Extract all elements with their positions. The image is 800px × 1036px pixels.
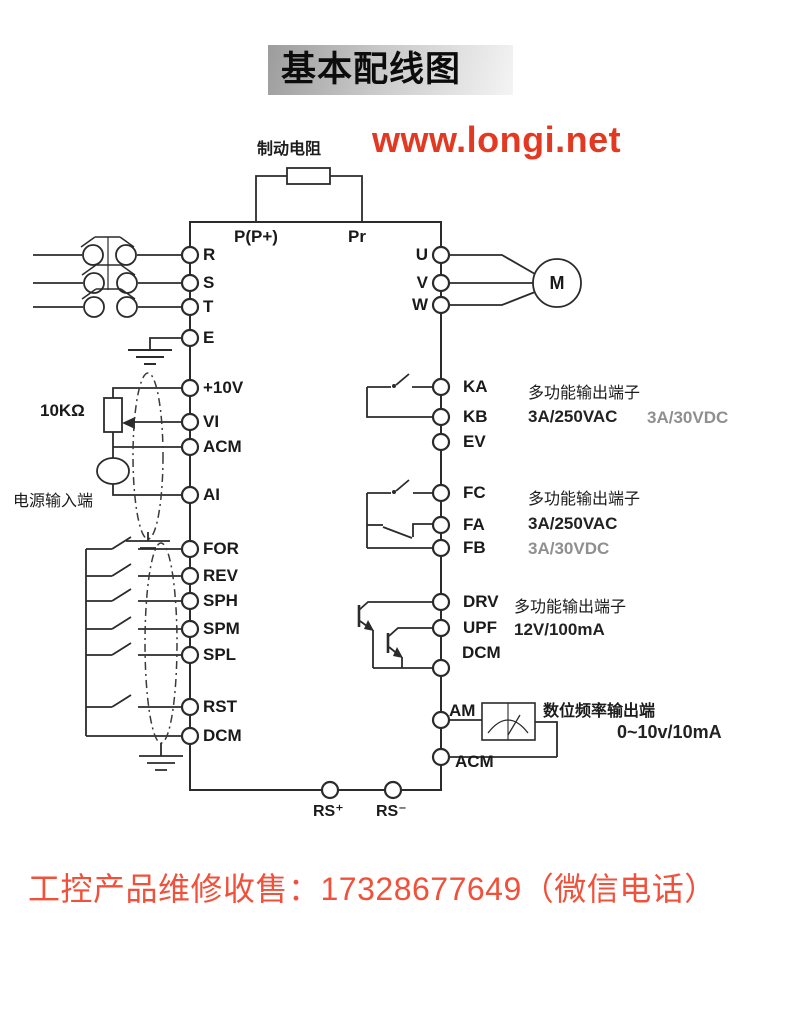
motor-circle	[532, 258, 582, 308]
motor-label: M	[549, 273, 565, 293]
ground-symbol-e	[128, 337, 182, 365]
annotation-ka-spec-dc: 3A/30VDC	[647, 408, 729, 427]
terminal-label-dcm: DCM	[203, 726, 242, 745]
terminal-label-v: V	[416, 273, 428, 292]
terminal-label-rs-plus: RS⁺	[313, 803, 344, 820]
terminal-label-am: AM	[449, 701, 476, 720]
annotation-fc-spec-ac: 3A/250VAC	[528, 514, 618, 533]
shield-ellipse-digital	[144, 542, 178, 744]
braking-resistor-symbol	[255, 167, 363, 222]
title-bar: 基本配线图	[268, 45, 513, 95]
power-source-symbol	[96, 457, 130, 485]
annotation-fc-spec-dc: 3A/30VDC	[528, 539, 610, 558]
terminal-label-sph: SPH	[203, 591, 238, 610]
relay-contact-fc-fa-fb	[366, 479, 433, 549]
terminal-label-kb: KB	[463, 407, 488, 426]
relay-contact-ka-kb	[366, 373, 433, 418]
terminal-label-fc: FC	[463, 483, 486, 502]
annotation-fc-title: 多功能输出端子	[528, 491, 641, 508]
terminal-label-r: R	[203, 245, 216, 264]
three-phase-contactor	[33, 236, 182, 318]
terminal-label-10v: +10V	[203, 378, 244, 397]
terminal-label-rs-minus: RS⁻	[376, 803, 407, 820]
terminal-label-u: U	[415, 245, 428, 264]
annotation-ka-title: 多功能输出端子	[528, 385, 641, 402]
terminal-label-rev: REV	[203, 566, 238, 585]
terminal-label-spl: SPL	[203, 645, 237, 664]
annotation-am-spec: 0~10v/10mA	[617, 722, 722, 742]
terminal-label-t: T	[203, 297, 214, 316]
terminal-label-upf: UPF	[463, 618, 497, 637]
terminal-label-fb: FB	[463, 538, 486, 557]
main-inverter-box	[189, 221, 442, 791]
terminal-label-vi: VI	[203, 412, 220, 431]
terminal-label-spm: SPM	[203, 619, 240, 638]
terminal-label-fa: FA	[463, 515, 485, 534]
digital-input-switches	[85, 536, 182, 737]
page-title: 基本配线图	[281, 50, 462, 89]
frequency-meter-symbol	[449, 702, 558, 758]
potentiometer-value-label: 10KΩ	[40, 401, 85, 420]
wiper-arrow	[122, 417, 135, 429]
power-input-label: 电源输入端	[13, 493, 94, 510]
annotation-drv-spec: 12V/100mA	[514, 620, 605, 639]
terminal-label-drv: DRV	[463, 592, 499, 611]
braking-resistor-label: 制动电阻	[257, 141, 322, 158]
terminal-circles	[180, 245, 451, 800]
terminal-label-p: P(P+)	[234, 227, 278, 246]
annotation-drv-title: 多功能输出端子	[514, 599, 627, 616]
transistor-outputs	[357, 601, 433, 669]
terminal-label-pr: Pr	[348, 227, 366, 246]
terminal-label-w: W	[411, 295, 428, 314]
footer-contact: 工控产品维修收售：17328677649（微信电话）	[28, 871, 717, 907]
terminal-label-s: S	[203, 273, 215, 292]
website-url[interactable]: www.longi.net	[372, 119, 622, 160]
motor-connection	[449, 254, 582, 308]
terminal-label-ka: KA	[463, 377, 488, 396]
ground-symbol-analog	[126, 532, 170, 549]
annotation-am-title: 数位频率输出端	[543, 703, 656, 720]
terminal-label-dcm-out: DCM	[462, 643, 501, 662]
terminal-label-acm: ACM	[203, 437, 242, 456]
terminal-label-for: FOR	[203, 539, 239, 558]
terminal-label-e: E	[203, 328, 215, 347]
terminal-label-ev: EV	[463, 432, 486, 451]
ground-symbol-digital	[139, 743, 183, 771]
terminal-label-acm-out: ACM	[455, 752, 494, 771]
shield-ellipse-analog	[132, 372, 164, 540]
terminal-label-ai: AI	[203, 485, 220, 504]
potentiometer-circuit	[96, 387, 182, 496]
annotation-ka-spec-ac: 3A/250VAC	[528, 407, 618, 426]
terminal-label-rst: RST	[203, 697, 237, 716]
